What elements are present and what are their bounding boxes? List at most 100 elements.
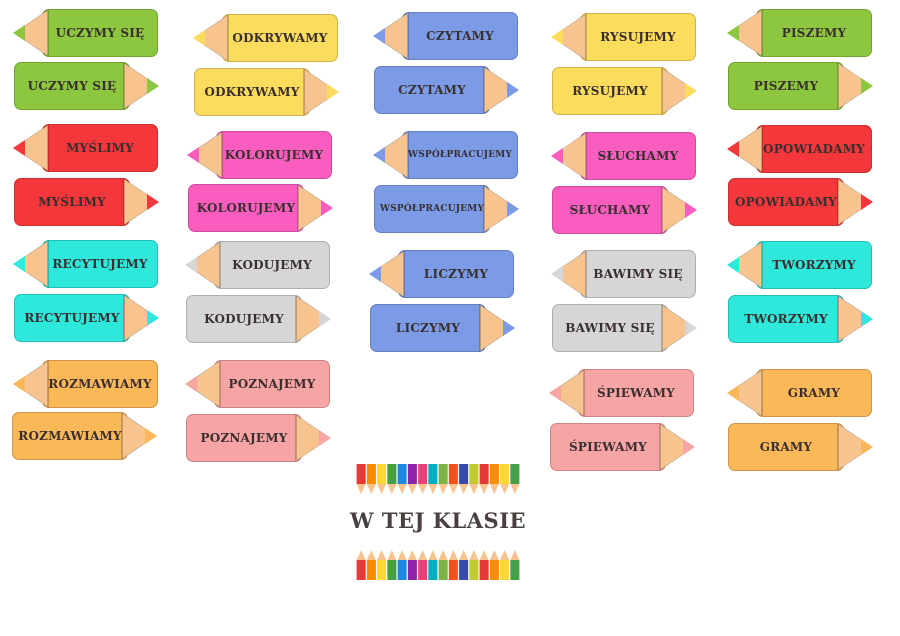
pencil-tip-icon	[551, 250, 587, 298]
pencil-label: WSPÓŁPRACUJEMY	[372, 131, 518, 179]
pencil-label: WSPÓŁPRACUJEMY	[374, 185, 520, 233]
banner-pencil	[469, 464, 479, 484]
pencil-label: ROZMAWIAMY	[12, 412, 158, 460]
pencil-tip-icon	[13, 9, 49, 57]
pencil-body	[402, 12, 518, 60]
pencil-tip-icon	[373, 131, 409, 179]
pencil-body	[728, 423, 844, 471]
banner-pencil	[500, 464, 510, 484]
pencil-tip-icon	[661, 186, 697, 234]
banner-pencil	[397, 464, 407, 484]
pencil-label: KOLORUJEMY	[188, 184, 334, 232]
pencil-body	[756, 241, 872, 289]
banner-pencil	[356, 464, 366, 484]
banner-pencil	[387, 560, 397, 580]
pencil-body	[186, 414, 302, 462]
pencil-body	[728, 62, 844, 110]
pencil-tip-icon	[479, 304, 515, 352]
pencil-body	[756, 125, 872, 173]
pencil-tip-icon	[659, 423, 695, 471]
pencil-label: GRAMY	[726, 369, 872, 417]
pencil-label: RECYTUJEMY	[14, 294, 160, 342]
pencil-label-text: KOLORUJEMY	[196, 201, 296, 215]
pencil-label-text: POZNAJEMY	[228, 377, 316, 391]
pencil-label: MYŚLIMY	[14, 178, 160, 226]
banner-pencil	[428, 464, 438, 484]
pencil-label: BAWIMY SIĘ	[552, 304, 698, 352]
banner-pencil-tip	[448, 550, 458, 560]
pencil-tip-icon	[123, 62, 159, 110]
pencil-body	[580, 250, 696, 298]
pencil-tip-icon	[303, 68, 339, 116]
pencil-body	[42, 124, 158, 172]
pencil-body	[42, 9, 158, 57]
banner-pencil	[459, 560, 469, 580]
pencil-body	[14, 294, 130, 342]
pencil-label-text: UCZYMY SIĘ	[27, 79, 117, 93]
banner-pencil-tip	[397, 484, 407, 494]
pencil-tip-icon	[13, 360, 49, 408]
pencil-label: BAWIMY SIĘ	[550, 250, 696, 298]
pencil-tip-icon	[193, 14, 229, 62]
pencil-tip-icon	[549, 369, 585, 417]
pencil-body	[756, 9, 872, 57]
pencil-label-text: CZYTAMY	[426, 29, 494, 43]
pencil-label: GRAMY	[728, 423, 874, 471]
pencil-border-bottom	[356, 550, 520, 580]
pencil-body	[374, 66, 490, 114]
pencil-label: CZYTAMY	[372, 12, 518, 60]
pencil-label-text: LICZYMY	[395, 321, 461, 335]
banner-pencil-tip	[407, 484, 417, 494]
pencil-tip-icon	[551, 132, 587, 180]
banner-pencil	[469, 560, 479, 580]
banner-pencil-tip	[418, 550, 428, 560]
pencil-body	[552, 67, 668, 115]
pencil-label: TWORZYMY	[726, 241, 872, 289]
pencil-label: UCZYMY SIĘ	[14, 62, 160, 110]
banner-pencil	[438, 560, 448, 580]
pencil-tip-icon	[295, 414, 331, 462]
pencil-label: PISZEMY	[726, 9, 872, 57]
banner-pencil	[510, 560, 520, 580]
banner-pencil	[377, 464, 387, 484]
banner-pencil	[500, 560, 510, 580]
pencil-label-text: RYSUJEMY	[572, 84, 648, 98]
pencil-tip-icon	[13, 124, 49, 172]
page-title: W TEJ KLASIE	[349, 508, 527, 533]
pencil-tip-icon	[123, 178, 159, 226]
pencil-tip-icon	[483, 66, 519, 114]
banner-pencil-tip	[510, 484, 520, 494]
pencil-label-text: WSPÓŁPRACUJEMY	[407, 150, 513, 160]
pencil-body	[550, 423, 666, 471]
banner-pencil	[448, 464, 458, 484]
pencil-label: KODUJEMY	[186, 295, 332, 343]
pencil-label-text: RECYTUJEMY	[52, 257, 148, 271]
pencil-label-text: SŁUCHAMY	[569, 203, 651, 217]
pencil-label-text: PISZEMY	[781, 26, 847, 40]
banner-pencil-tip	[500, 550, 510, 560]
banner-pencil-tip	[469, 484, 479, 494]
pencil-label-text: ODKRYWAMY	[204, 85, 300, 99]
pencil-label-text: OPOWIADAMY	[735, 195, 837, 209]
pencil-border-top	[356, 464, 520, 494]
banner-pencil-tip	[448, 484, 458, 494]
pencil-label-text: PISZEMY	[753, 79, 819, 93]
banner-pencil-tip	[510, 550, 520, 560]
banner-pencil	[418, 464, 428, 484]
banner-pencil	[479, 560, 489, 580]
banner-pencil	[377, 560, 387, 580]
banner-pencil-tip	[459, 484, 469, 494]
banner-pencil	[407, 560, 417, 580]
pencil-tip-icon	[13, 240, 49, 288]
banner-pencil-tip	[459, 550, 469, 560]
pencil-body	[186, 295, 302, 343]
pencil-label-text: UCZYMY SIĘ	[55, 26, 145, 40]
banner-pencil-tip	[397, 550, 407, 560]
pencil-label-text: CZYTAMY	[398, 83, 466, 97]
banner-pencil-tip	[479, 484, 489, 494]
pencil-tip-icon	[727, 369, 763, 417]
pencil-label: POZNAJEMY	[184, 360, 330, 408]
pencil-tip-icon	[185, 360, 221, 408]
banner-pencil	[459, 464, 469, 484]
pencil-body	[578, 369, 694, 417]
